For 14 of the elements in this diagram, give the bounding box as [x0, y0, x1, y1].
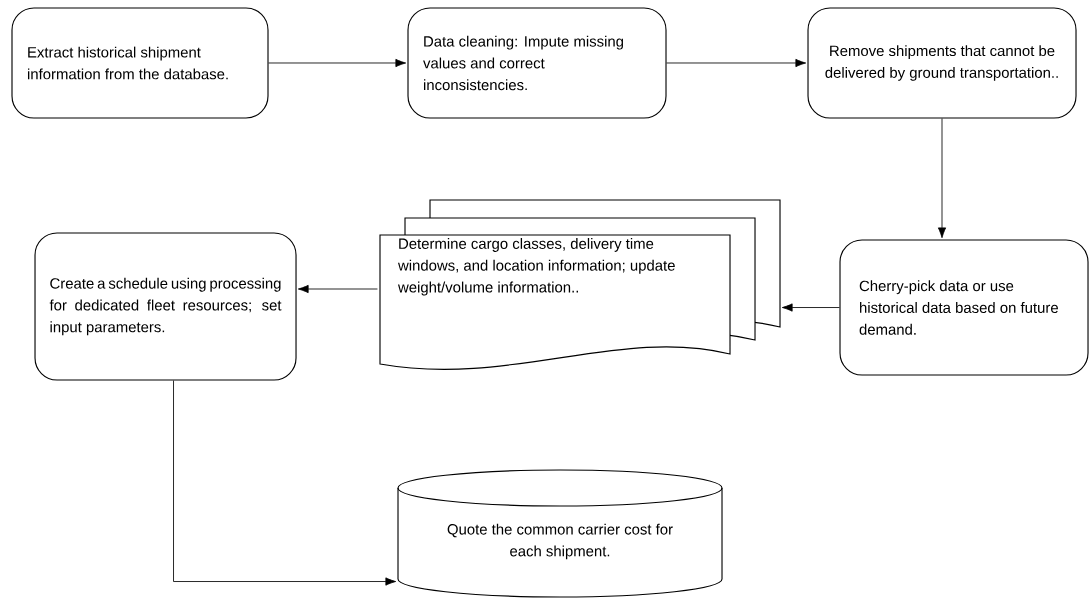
process-box: Remove shipments that cannot be delivered by ground transportation..	[807, 7, 1077, 119]
arrow	[666, 58, 807, 68]
document-stack: Determine cargo classes, delivery time windows, and location information; update weight/volume information..	[379, 199, 781, 370]
arrow	[268, 58, 407, 68]
process-box: Cherry-pick data or use historical data based on future demand.	[839, 239, 1089, 376]
process-box: Create a schedule using processing for dedicated fleet resources; set input parameters.	[34, 232, 297, 381]
process-box: Extract historical shipment information from the database.	[11, 7, 269, 119]
arrow	[937, 118, 947, 239]
arrow	[173, 380, 397, 586]
arrow	[297, 284, 378, 294]
arrow	[781, 303, 840, 312]
process-box: Data cleaning: Impute missing values and correct inconsistencies.	[407, 7, 667, 119]
database-cylinder: Quote the common carrier cost for each shipment.	[397, 469, 723, 598]
node-label: Quote the common carrier cost for each shipment.	[447, 523, 673, 560]
